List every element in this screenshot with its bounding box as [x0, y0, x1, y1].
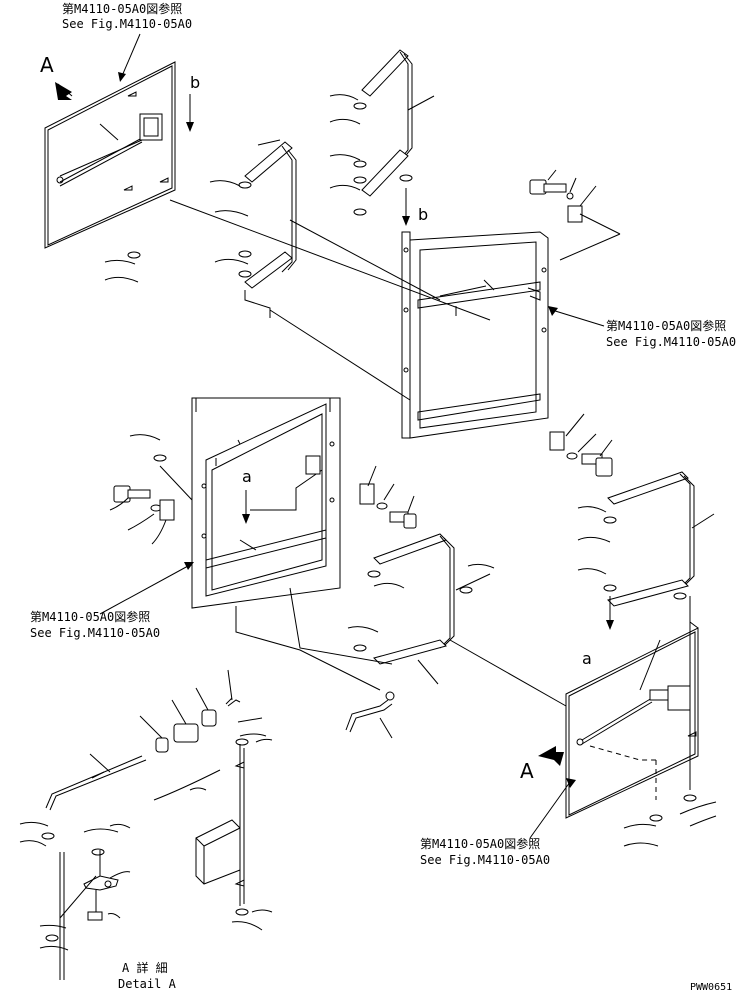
washer-group-right	[577, 506, 687, 600]
callout-ref-jp-2: 第M4110-05A0図参照	[606, 318, 726, 333]
arrow-a-label-center: a	[242, 467, 252, 486]
callout-ref-en-2: See Fig.M4110-05A0	[606, 335, 736, 349]
detail-a-label-en: Detail A	[118, 977, 177, 991]
hinge-bracket-left	[244, 139, 297, 289]
hinge-bracket-right	[607, 471, 715, 607]
washer-group-top	[329, 94, 413, 216]
rod-linkage	[345, 691, 395, 739]
hinge-bracket-center	[373, 533, 491, 665]
bolt-set-left	[109, 434, 175, 545]
bottom-right-panel	[565, 627, 699, 819]
center-panel	[191, 397, 341, 609]
arrow-b-label-top: b	[190, 73, 200, 92]
callout-ref-jp-3: 第M4110-05A0図参照	[30, 609, 150, 624]
view-a-arrow-top	[55, 82, 73, 100]
detail-a-assembly	[19, 669, 273, 980]
arrow-a-label-right: a	[582, 649, 592, 668]
bolt-set-center	[359, 465, 417, 529]
drawing-code: PWW0651	[690, 982, 732, 993]
door-frame-upper	[401, 231, 549, 439]
hinge-bracket-top	[361, 49, 435, 197]
callout-ref-en-4: See Fig.M4110-05A0	[420, 853, 550, 867]
callout-ref-jp-4: 第M4110-05A0図参照	[420, 836, 540, 851]
arrow-b-label-mid: b	[418, 205, 428, 224]
view-a-arrow-bottom	[538, 746, 564, 766]
callout-ref-jp-1: 第M4110-05A0図参照	[62, 1, 182, 16]
callout-ref-en-3: See Fig.M4110-05A0	[30, 626, 160, 640]
washer-group-center	[347, 563, 495, 685]
top-left-panel	[44, 61, 176, 249]
view-a-label-bottom: A	[520, 759, 534, 783]
view-a-label-top: A	[40, 53, 54, 77]
bolt-set-upper	[529, 169, 597, 223]
callout-ref-en-1: See Fig.M4110-05A0	[62, 17, 192, 31]
bolt-set-right	[549, 413, 613, 477]
detail-a-label-jp: A 詳 細	[122, 960, 168, 975]
washer-group-left	[104, 180, 252, 283]
